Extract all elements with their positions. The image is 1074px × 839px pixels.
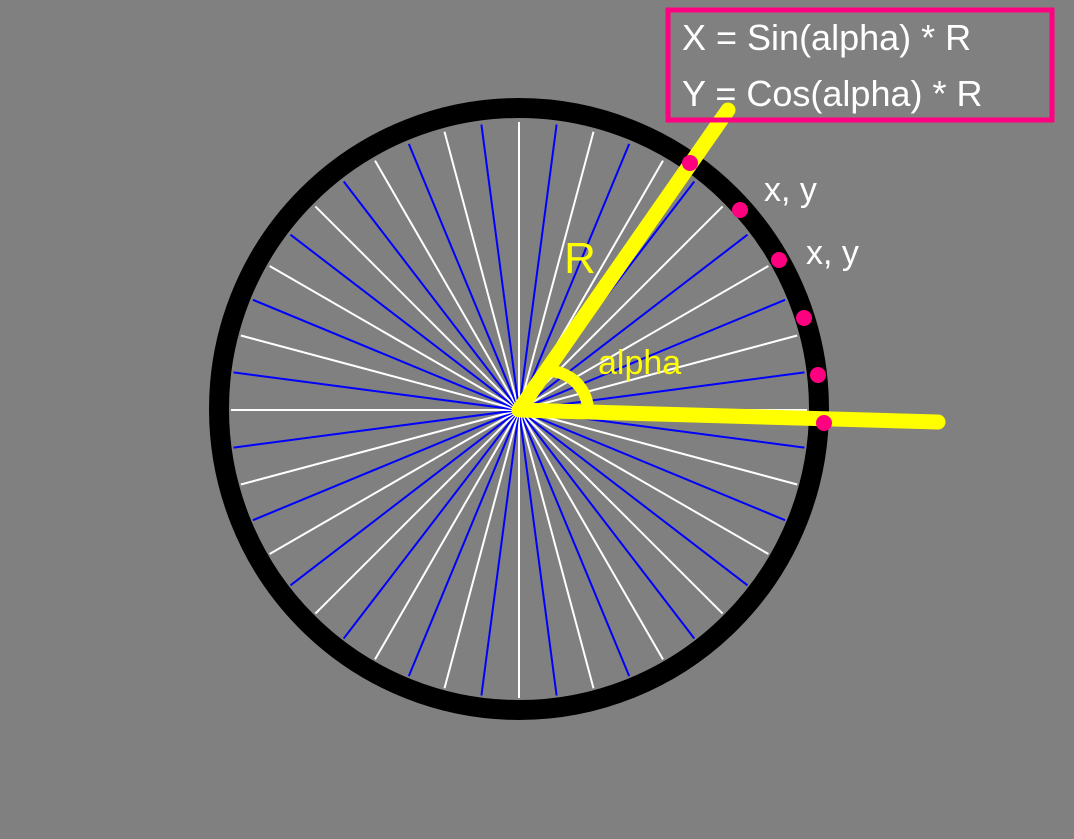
spoke — [240, 334, 520, 411]
angle-label: alpha — [598, 344, 681, 382]
spoke — [269, 409, 520, 555]
spoke — [314, 409, 520, 615]
spoke — [518, 143, 631, 411]
point-label-1: x, y — [764, 171, 817, 209]
rim-point-dot — [796, 310, 812, 326]
spoke — [233, 371, 520, 411]
spoke — [518, 298, 786, 411]
spoke — [407, 409, 520, 677]
spoke — [518, 409, 664, 660]
hub — [512, 403, 526, 417]
formula-line-x: X = Sin(alpha) * R — [682, 17, 971, 58]
angle-arc — [548, 365, 594, 413]
formula-line-y: Y = Cos(alpha) * R — [682, 73, 982, 114]
spoke — [518, 371, 805, 411]
spoke — [518, 409, 595, 689]
spoke — [518, 409, 631, 677]
horizontal-arm-line — [511, 402, 946, 430]
spoke — [314, 205, 520, 411]
spoke — [518, 233, 749, 411]
rim-point-dot — [682, 155, 698, 171]
spoke — [480, 124, 520, 411]
rim-point-dot — [732, 202, 748, 218]
spoke — [233, 409, 520, 449]
rim-point-dot — [810, 367, 826, 383]
spoke — [518, 409, 749, 587]
rim-point-dot — [816, 415, 832, 431]
spoke — [518, 131, 595, 411]
wheel-rim — [209, 98, 829, 720]
spoke — [518, 409, 558, 696]
spoke — [518, 265, 769, 411]
spoke — [240, 409, 520, 486]
spoke — [342, 180, 520, 411]
spoke — [407, 143, 520, 411]
spoke — [518, 124, 558, 411]
rim-points — [682, 155, 832, 431]
spoke — [518, 409, 798, 486]
spoke — [518, 409, 769, 555]
spoke — [518, 409, 696, 640]
spoke — [374, 409, 520, 660]
spoke — [269, 265, 520, 411]
spoke — [480, 409, 520, 696]
spoke — [518, 409, 786, 522]
point-label-2: x, y — [806, 234, 859, 272]
spoke — [342, 409, 520, 640]
spoke — [518, 409, 724, 615]
spoke — [289, 409, 520, 587]
spoke — [443, 131, 520, 411]
spoke — [374, 160, 520, 411]
spoke — [518, 334, 798, 411]
spoke — [252, 298, 520, 411]
radius-label: R — [564, 234, 596, 283]
spoke — [252, 409, 520, 522]
spoke — [443, 409, 520, 689]
formula-box — [665, 7, 1055, 123]
rim-point-dot — [771, 252, 787, 268]
spoke — [289, 233, 520, 411]
